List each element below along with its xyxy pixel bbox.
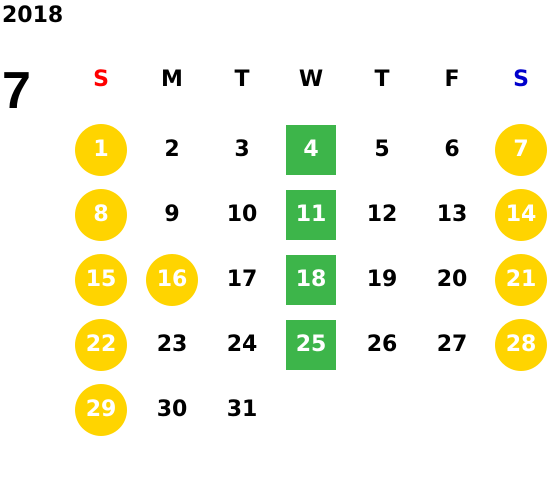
day-cell-26[interactable]: 26 [366,332,398,357]
weekday-header-mon: M [161,67,183,92]
weekday-header-wed: W [298,67,324,92]
day-cell-22[interactable]: 22 [75,319,127,371]
month-number: 7 [2,62,31,120]
day-cell-25[interactable]: 25 [286,320,336,370]
year-label: 2018 [2,3,64,28]
day-cell-17[interactable]: 17 [226,267,258,292]
day-cell-23[interactable]: 23 [156,332,188,357]
day-cell-4[interactable]: 4 [286,125,336,175]
day-cell-8[interactable]: 8 [75,189,127,241]
day-cell-2[interactable]: 2 [164,137,180,162]
weekday-header-fri: F [444,67,460,92]
day-cell-15[interactable]: 15 [75,254,127,306]
day-cell-3[interactable]: 3 [234,137,250,162]
day-cell-28[interactable]: 28 [495,319,547,371]
weekday-header-sun: S [93,67,109,92]
day-cell-29[interactable]: 29 [75,384,127,436]
day-cell-1[interactable]: 1 [75,124,127,176]
day-cell-16[interactable]: 16 [146,254,198,306]
day-cell-31[interactable]: 31 [226,397,258,422]
day-cell-13[interactable]: 13 [436,202,468,227]
day-cell-14[interactable]: 14 [495,189,547,241]
day-cell-11[interactable]: 11 [286,190,336,240]
day-cell-30[interactable]: 30 [156,397,188,422]
day-cell-12[interactable]: 12 [366,202,398,227]
day-cell-20[interactable]: 20 [436,267,468,292]
day-cell-19[interactable]: 19 [366,267,398,292]
day-cell-6[interactable]: 6 [444,137,460,162]
weekday-header-sat: S [513,67,529,92]
day-cell-18[interactable]: 18 [286,255,336,305]
day-cell-5[interactable]: 5 [374,137,390,162]
day-cell-9[interactable]: 9 [164,202,180,227]
day-cell-27[interactable]: 27 [436,332,468,357]
day-cell-21[interactable]: 21 [495,254,547,306]
weekday-header-tue: T [234,67,250,92]
day-cell-24[interactable]: 24 [226,332,258,357]
weekday-header-thu: T [374,67,390,92]
day-cell-10[interactable]: 10 [226,202,258,227]
day-cell-7[interactable]: 7 [495,124,547,176]
